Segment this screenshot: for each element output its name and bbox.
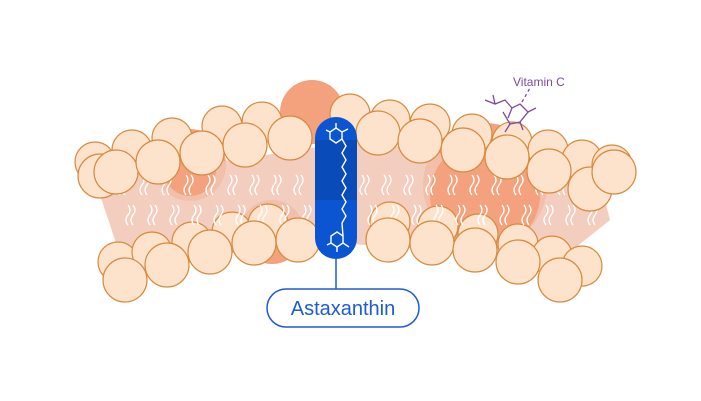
lipid-head	[102, 257, 148, 303]
lipid-head	[275, 217, 321, 263]
lipid-tail	[254, 174, 260, 196]
lipid-head	[526, 148, 572, 194]
lipid-head	[267, 115, 313, 161]
lipid-head	[409, 220, 455, 266]
lipid-tail	[469, 174, 475, 196]
vitamin-c-molecule	[484, 87, 537, 133]
lipid-tail	[152, 204, 158, 226]
lipid-tail	[474, 174, 480, 196]
lipid-tail	[147, 204, 153, 226]
lipid-tail	[411, 204, 417, 226]
lipid-head	[93, 149, 139, 195]
lipid-tail	[430, 174, 436, 196]
lipid-tail	[235, 204, 241, 226]
lipid-tail	[249, 174, 255, 196]
lipid-tail	[386, 174, 392, 196]
lipid-tail	[570, 204, 576, 226]
lipid-tail	[169, 204, 175, 226]
lipid-tail	[293, 174, 299, 196]
lipid-tail	[447, 174, 453, 196]
lipid-tail	[513, 174, 519, 196]
lipid-head	[144, 242, 190, 288]
lipid-tail	[543, 204, 549, 226]
lipid-tail	[477, 204, 483, 226]
lipid-tail	[408, 174, 414, 196]
lipid-tail	[218, 204, 224, 226]
lipid-head	[452, 227, 498, 273]
lipid-tail	[565, 204, 571, 226]
lipid-tail	[416, 204, 422, 226]
lipid-head	[365, 217, 411, 263]
lipid-tail	[262, 204, 268, 226]
lipid-tail	[521, 204, 527, 226]
lipid-head	[231, 220, 277, 266]
lipid-tail	[518, 174, 524, 196]
lipid-tail	[188, 174, 194, 196]
lipid-head	[179, 130, 225, 176]
lipid-tail	[491, 174, 497, 196]
astaxanthin-label: Astaxanthin	[291, 298, 396, 320]
lipid-tail	[364, 174, 370, 196]
lipid-tail	[196, 204, 202, 226]
lipid-head	[537, 257, 583, 303]
astaxanthin-label-box: Astaxanthin	[266, 288, 420, 328]
lipid-tail	[279, 204, 285, 226]
lipid-tail	[526, 204, 532, 226]
lipid-tail	[452, 174, 458, 196]
lipid-head	[440, 127, 486, 173]
lipid-tail	[213, 204, 219, 226]
lipid-tail	[130, 204, 136, 226]
lipid-tail	[460, 204, 466, 226]
lipid-head	[397, 118, 443, 164]
lipid-head	[187, 229, 233, 275]
lipid-head	[355, 110, 401, 156]
lipid-tail	[227, 174, 233, 196]
lipid-tail	[504, 204, 510, 226]
vitamin-c-label: Vitamin C	[513, 75, 565, 89]
lipid-tail	[425, 174, 431, 196]
phospholipid-heads-front	[77, 110, 637, 303]
lipid-tail	[240, 204, 246, 226]
lipid-tail	[183, 174, 189, 196]
lipid-head	[495, 239, 541, 285]
lipid-tail	[372, 204, 378, 226]
lipid-tail	[276, 174, 282, 196]
lipid-tail	[381, 174, 387, 196]
lipid-tail	[455, 204, 461, 226]
lipid-tail	[174, 204, 180, 226]
lipid-tail	[359, 174, 365, 196]
lipid-tail	[232, 174, 238, 196]
lipid-tail	[271, 174, 277, 196]
lipid-tail	[125, 204, 131, 226]
lipid-tail	[191, 204, 197, 226]
lipid-tail	[367, 204, 373, 226]
lipid-head	[135, 139, 181, 185]
lipid-head	[222, 122, 268, 168]
lipid-tail	[298, 174, 304, 196]
lipid-tail	[482, 204, 488, 226]
lipid-tail	[205, 174, 211, 196]
lipid-tail	[210, 174, 216, 196]
lipid-tail	[548, 204, 554, 226]
lipid-tail	[403, 174, 409, 196]
astaxanthin-molecule	[315, 117, 357, 290]
lipid-head	[484, 134, 530, 180]
lipid-tail	[499, 204, 505, 226]
lipid-head	[591, 149, 637, 195]
